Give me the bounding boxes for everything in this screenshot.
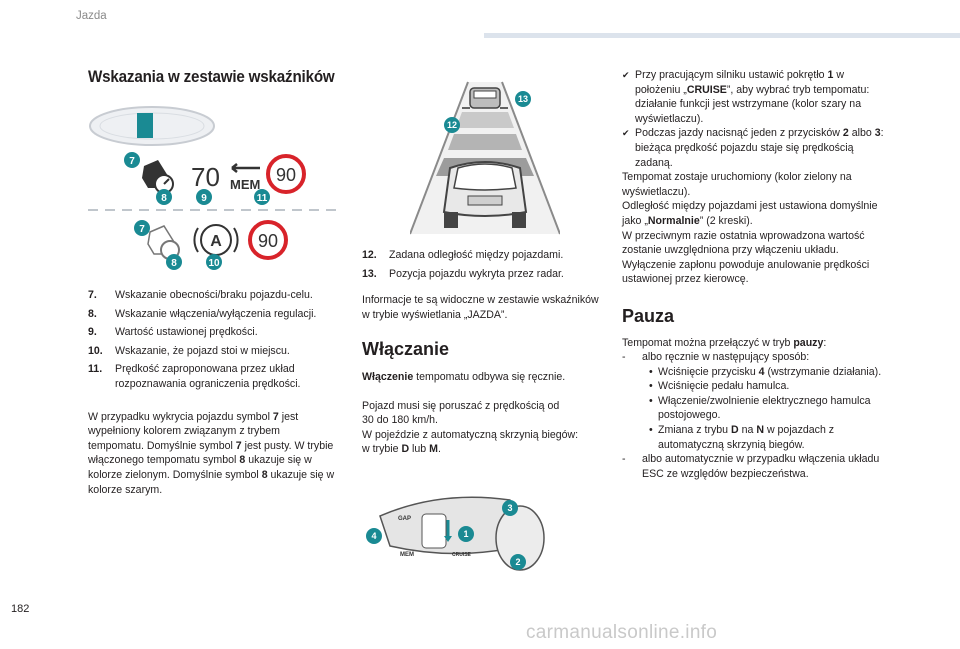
svg-text:4: 4 [371,531,376,541]
legend-item-10: 10.Wskazanie, że pojazd stoi w miejscu. [88,344,290,357]
callout-8-top [156,189,172,205]
legend-item-12: 12.Zadana odległość między pojazdami. [362,249,564,261]
svg-text:8: 8 [171,258,177,269]
svg-text:12: 12 [447,120,457,130]
heading-pauza: Pauza [622,305,675,326]
symbol-description: W przypadku wykrycia pojazdu symbol 7 je… [88,410,335,496]
pause-automatic: -albo automatycznie w przypadku włączeni… [622,453,880,480]
svg-text:90: 90 [258,231,278,251]
svg-text:GAP: GAP [398,516,411,522]
svg-text:MEM: MEM [230,177,260,192]
ignition-off-text: Wyłączenie zapłonu powoduje anulowanie p… [622,258,870,286]
callout-4 [366,528,382,544]
svg-text:11: 11 [257,193,268,204]
mem-icon: MEM [230,163,260,192]
cluster-illustration: 70 MEM 90 A 90 7 8 9 11 7 8 10 [88,106,342,270]
pause-intro: Tempomat można przełączyć w tryb pauzy: [622,336,827,349]
svg-text:13: 13 [518,94,528,104]
section-header: Jazda [76,10,107,22]
last-value-text: W przeciwnym razie ostatnia wprowadzona … [622,229,865,257]
svg-text:A: A [210,233,222,250]
column-2: 12.Zadana odległość między pojazdami. 13… [362,248,608,457]
svg-text:10: 10 [208,258,220,269]
svg-text:1: 1 [463,529,468,539]
callout-3 [502,500,518,516]
legend-item-13: 13.Pozycja pojazdu wykryta przez radar. [362,267,564,280]
legend-item-8: 8.Wskazanie włączenia/wyłączenia regulac… [88,307,317,320]
callout-9 [196,189,212,205]
page-number: 182 [11,603,30,615]
callout-2 [510,554,526,570]
callout-13 [515,91,531,107]
svg-text:9: 9 [201,193,207,204]
set-speed-value: 70 [191,162,220,192]
step-bullet-2: ✔Podczas jazdy nacisnąć jeden z przycisk… [622,127,884,169]
svg-text:CRUISE: CRUISE [452,552,472,558]
column-3: ✔Przy pracującym silniku ustawić pokrętł… [622,68,887,481]
column-1: 7.Wskazanie obecności/braku pojazdu-celu… [88,288,338,497]
speed-limit-sign-top [266,154,306,194]
callout-10 [206,254,222,270]
speed-range-paragraph: Pojazd musi się poruszać z prędkością od… [362,399,579,456]
vehicle-stopped-icon: A [193,224,239,256]
stalk-illustration: GAP MEM CRUISE 4 1 3 2 [366,496,545,571]
info-paragraph: Informacje te są widoczne w zestawie wsk… [362,294,599,321]
speed-limit-sign-bottom [248,220,288,260]
callout-1 [458,526,474,542]
callout-11 [254,189,270,205]
road-illustration: 13 12 [410,81,560,235]
svg-text:7: 7 [129,156,135,167]
vehicle-detection-icon [142,160,174,194]
step-bullet-1: ✔Przy pracującym silniku ustawić pokrętł… [622,69,870,125]
pause-manual: -albo ręcznie w następujący sposób: [622,351,810,364]
watermark: carmanualsonline.info [526,622,718,643]
callout-7-bottom [134,220,150,236]
legend-item-9: 9.Wartość ustawionej prędkości. [88,326,258,339]
callout-8-bottom [166,254,182,270]
own-car-icon [442,161,528,228]
callout-12 [444,117,460,133]
gauge-fill [137,113,153,138]
activated-text: Tempomat zostaje uruchomiony (kolor ziel… [622,171,852,198]
legend-item-11: 11.Prędkość zaproponowana przez układ ro… [88,363,301,390]
pause-option-3: •Włączenie/zwolnienie elektrycznego hamu… [649,394,871,422]
distance-default-text: Odległość między pojazdami jest ustawion… [622,200,878,227]
heading-wlaczanie: Włączanie [362,339,450,360]
svg-text:3: 3 [507,503,512,513]
svg-text:2: 2 [515,557,520,567]
svg-text:MEM: MEM [400,552,414,558]
pause-option-4: •Zmiana z trybu D na N w pojazdach z aut… [649,424,835,451]
svg-text:90: 90 [276,165,296,185]
svg-text:8: 8 [161,193,167,204]
svg-text:7: 7 [139,224,145,235]
activation-paragraph: Włączenie tempomatu odbywa się ręcznie. [362,370,566,383]
legend-item-7: 7.Wskazanie obecności/braku pojazdu-celu… [88,289,313,301]
page-title: Wskazania w zestawie wskaźników [88,68,335,86]
header-bar [484,33,960,38]
callout-7-top [124,152,140,168]
pause-option-2: •Wciśnięcie pedału hamulca. [649,380,790,393]
lead-car-icon [469,87,501,109]
pause-option-1: •Wciśnięcie przycisku 4 (wstrzymanie dzi… [649,365,882,378]
